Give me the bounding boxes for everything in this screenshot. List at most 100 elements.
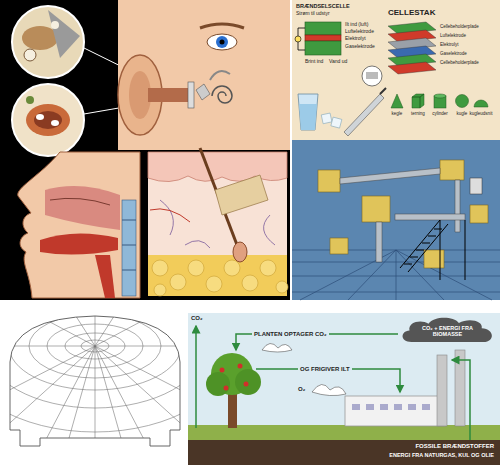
water-glass bbox=[298, 94, 342, 130]
anatomy-panel bbox=[0, 0, 290, 300]
face-profile bbox=[196, 84, 210, 100]
head-section bbox=[50, 198, 110, 205]
gas-label: CO₂ bbox=[191, 315, 203, 322]
water-glass bbox=[331, 117, 342, 128]
ground-label: FOSSILE BRÆNDSTOFFER bbox=[415, 443, 494, 450]
fuel-cell-panel bbox=[305, 35, 341, 41]
panel-title: BRÆNDSELSCELLE bbox=[296, 3, 350, 9]
water-glass bbox=[321, 113, 332, 124]
gas-label: O₂ bbox=[298, 386, 305, 393]
flow-label: OG FRIGIVER ILT bbox=[298, 366, 352, 373]
panel-title: CELLESTAK bbox=[388, 8, 435, 17]
head-section bbox=[18, 152, 140, 298]
structure-panel bbox=[455, 180, 460, 232]
node-text: CO₂ + ENERGI FRA BIOMASSE bbox=[415, 325, 481, 338]
staircase bbox=[465, 220, 466, 280]
skin-section bbox=[154, 284, 166, 296]
part-label: Brint ind bbox=[305, 59, 323, 65]
structure-panel bbox=[340, 168, 440, 184]
tree bbox=[238, 364, 243, 369]
part-label: Luftelektrode bbox=[345, 29, 374, 35]
skin-section bbox=[260, 260, 276, 276]
factory bbox=[345, 396, 445, 426]
factory bbox=[366, 404, 374, 410]
detail-circle bbox=[51, 120, 59, 126]
head-section bbox=[122, 220, 136, 221]
skin-section bbox=[152, 260, 168, 276]
tree bbox=[220, 364, 249, 391]
staircase bbox=[404, 229, 442, 264]
carbon-cycle-panel bbox=[188, 440, 500, 465]
skin-section bbox=[242, 275, 258, 291]
solid-shapes bbox=[412, 94, 424, 108]
shape-label: terning bbox=[411, 111, 425, 116]
skin-section bbox=[233, 242, 247, 262]
staircase bbox=[440, 220, 441, 280]
detail-circle bbox=[26, 104, 70, 136]
bird bbox=[312, 384, 346, 395]
structure-panel bbox=[470, 178, 482, 194]
solid-shapes bbox=[434, 94, 446, 98]
factory bbox=[352, 404, 430, 410]
tree bbox=[220, 368, 225, 373]
part-label: Elektrolyt bbox=[345, 36, 366, 42]
part-label: Cellebeholderplade bbox=[440, 24, 479, 29]
fuel-cell-panel bbox=[292, 0, 500, 140]
detail-circle bbox=[36, 114, 44, 120]
face-profile bbox=[212, 86, 232, 103]
structure-panel bbox=[395, 214, 465, 220]
fuel-cell-panel bbox=[295, 36, 301, 42]
solid-shapes bbox=[391, 94, 488, 108]
cloud-outline bbox=[403, 318, 492, 342]
solid-shapes bbox=[456, 95, 469, 108]
detail-circle bbox=[48, 10, 80, 58]
structure-panel bbox=[470, 205, 488, 223]
pen bbox=[380, 88, 386, 94]
skin-section bbox=[148, 152, 287, 182]
pen bbox=[344, 94, 384, 136]
skin-section bbox=[170, 274, 186, 290]
face-profile bbox=[118, 0, 290, 150]
detail-circle bbox=[22, 26, 58, 50]
face-profile bbox=[210, 71, 230, 80]
detail-circle bbox=[51, 21, 59, 29]
water-glass bbox=[298, 94, 318, 130]
factory bbox=[394, 404, 402, 410]
factory bbox=[408, 404, 416, 410]
structure-panel bbox=[440, 160, 464, 180]
structure-panel bbox=[340, 168, 465, 262]
part-label: Vand ud bbox=[329, 59, 347, 65]
skin-section bbox=[188, 260, 204, 276]
face-profile bbox=[129, 71, 151, 119]
factory bbox=[437, 355, 447, 426]
pen bbox=[344, 66, 386, 136]
solid-shapes bbox=[474, 100, 488, 107]
structure-panel bbox=[424, 250, 444, 268]
factory bbox=[352, 404, 360, 410]
part-label: Strøm til udstyr bbox=[296, 11, 330, 17]
head-section bbox=[122, 245, 136, 246]
structure-panel bbox=[376, 222, 382, 262]
face-profile bbox=[188, 82, 194, 108]
part-label: Luftelektrode bbox=[440, 33, 466, 38]
head-section bbox=[45, 186, 120, 230]
flow-arrow bbox=[195, 326, 197, 428]
face-profile bbox=[207, 34, 237, 50]
head-section bbox=[40, 233, 118, 254]
structure-panel bbox=[348, 250, 396, 300]
head-section bbox=[122, 270, 136, 271]
fuel-cell-panel bbox=[305, 41, 341, 55]
cell-stack bbox=[388, 22, 436, 74]
part-label: Gaselektrode bbox=[440, 51, 467, 56]
anatomy-panel bbox=[0, 0, 290, 300]
skin-section bbox=[224, 260, 240, 276]
tree bbox=[206, 372, 230, 396]
cell-stack bbox=[388, 62, 436, 74]
structure-panel bbox=[396, 250, 397, 300]
detail-circle bbox=[34, 111, 62, 129]
face-profile bbox=[200, 24, 244, 28]
factory bbox=[345, 350, 465, 426]
skin-section bbox=[148, 148, 288, 296]
carbon-cycle-panel bbox=[188, 313, 500, 465]
structure-panel bbox=[330, 238, 348, 254]
